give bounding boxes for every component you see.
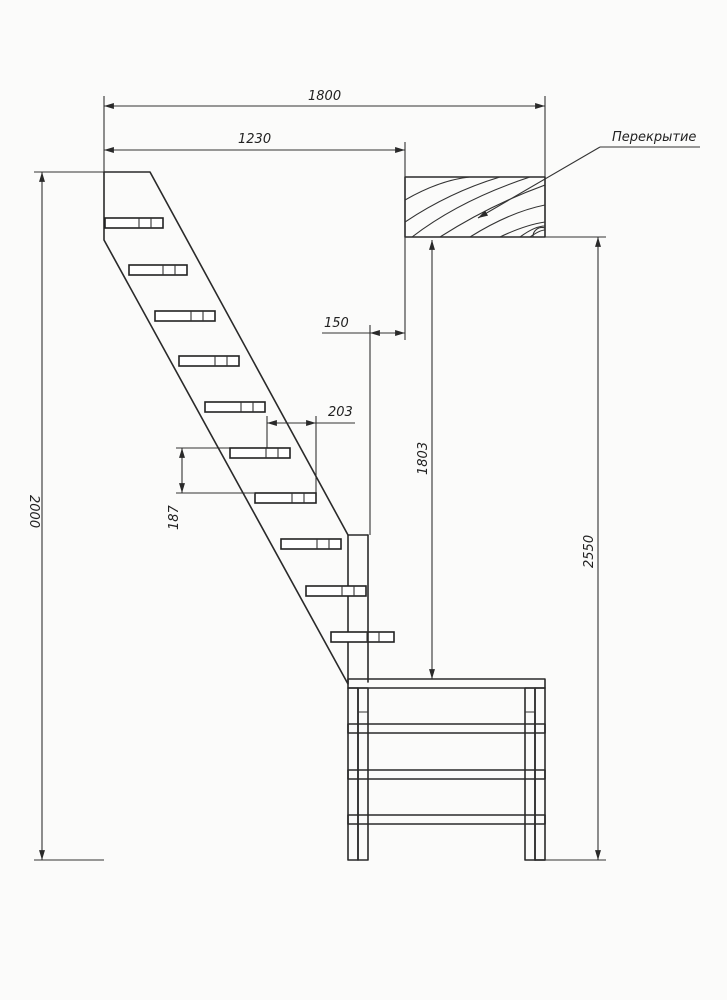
dim-2000 [34,171,104,861]
stair-stringer [103,171,349,685]
stair-treads [104,217,395,643]
dim-1800 [103,96,546,177]
ceiling-slab [404,176,546,238]
dim-label-203: 203 [328,405,353,420]
dim-2550 [545,236,606,861]
tread-10 [330,631,395,643]
dim-label-1800: 1800 [308,89,341,104]
newel-post [347,534,369,683]
tread-7 [254,492,317,504]
dim-label-2000: 2000 [26,495,41,528]
tread-3 [154,310,216,322]
dim-label-2550: 2550 [582,535,597,568]
slab-label: Перекрытие [612,130,696,145]
dim-187 [176,447,254,494]
dim-label-187: 187 [167,504,182,530]
dim-label-1803: 1803 [416,442,431,475]
slab-leader [477,146,700,219]
dim-1230 [104,142,406,340]
dim-150 [322,325,405,535]
landing-platform [347,678,546,861]
dim-label-150: 150 [324,316,349,331]
tread-6 [229,447,291,459]
tread-4 [178,355,240,367]
tread-8 [280,538,342,550]
tread-2 [128,264,188,276]
tread-5 [204,401,266,413]
dim-label-1230: 1230 [238,132,271,147]
tread-1 [104,217,164,229]
tread-9 [305,585,367,597]
